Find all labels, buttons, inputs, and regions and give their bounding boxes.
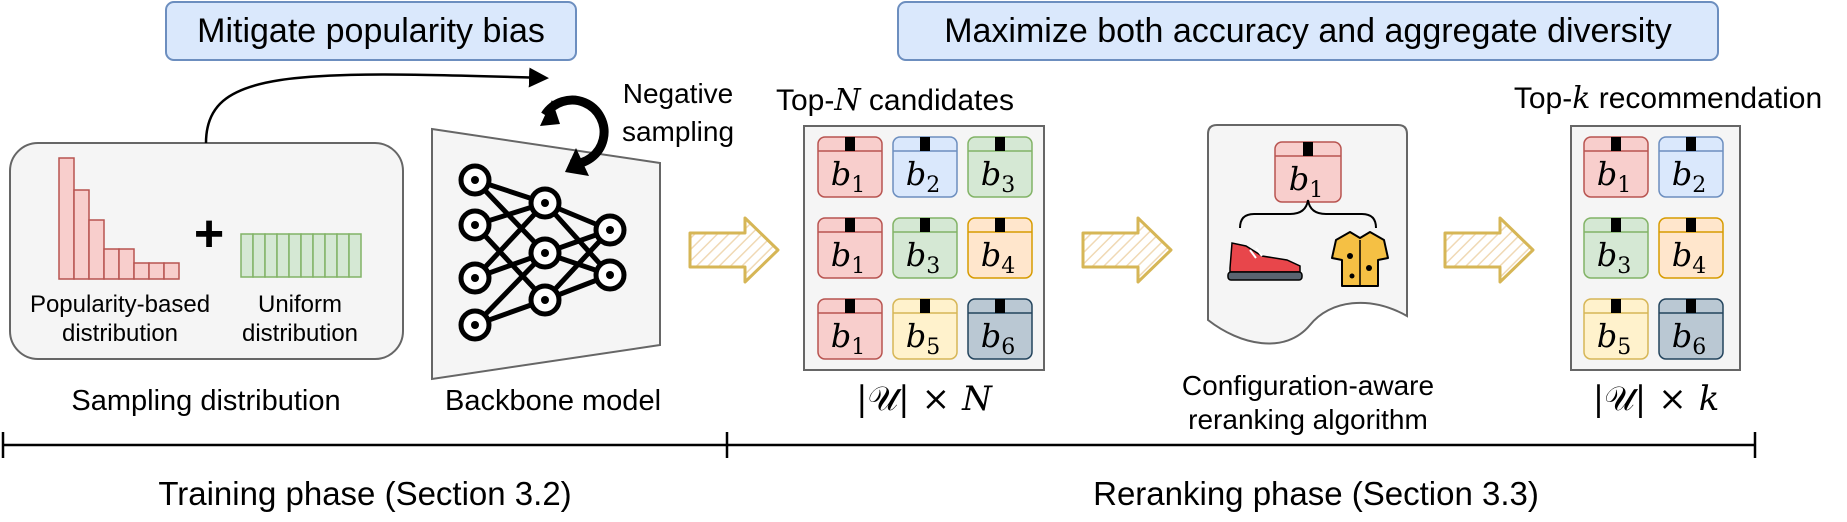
rerank-item-card-label: b1 bbox=[1289, 160, 1323, 203]
topn-title-suffix: candidates bbox=[861, 84, 1014, 117]
topk-item-3-label: b3 bbox=[1597, 236, 1631, 279]
topn-item-9: b6 bbox=[967, 298, 1033, 360]
topn-size-u: |𝒰| bbox=[856, 379, 910, 419]
topn-title-prefix: Top- bbox=[776, 84, 834, 117]
topk-title-suffix: recommendation bbox=[1590, 82, 1822, 115]
popularity-label-1: Popularity-based bbox=[30, 291, 210, 318]
topn-item-9-label: b6 bbox=[981, 317, 1015, 360]
rerank-caption-1: Configuration-aware bbox=[1182, 370, 1434, 401]
topn-item-3-label: b3 bbox=[981, 155, 1015, 198]
topn-item-1-label: b1 bbox=[831, 155, 865, 198]
topk-title-prefix: Top- bbox=[1514, 82, 1572, 115]
topk-item-6-label: b6 bbox=[1672, 317, 1706, 360]
topk-item-1: b1 bbox=[1583, 136, 1649, 198]
flow-arrow-1 bbox=[688, 216, 780, 284]
uniform-histogram bbox=[240, 233, 362, 278]
topk-item-6: b6 bbox=[1658, 298, 1724, 360]
neural-network-icon bbox=[458, 163, 627, 342]
topn-size-times: × bbox=[922, 379, 951, 419]
topn-item-8-label: b5 bbox=[906, 317, 940, 360]
topn-item-7-label: b1 bbox=[831, 317, 865, 360]
topn-item-2-label: b2 bbox=[906, 155, 940, 198]
topk-title-var: k bbox=[1572, 81, 1590, 116]
sampling-distribution-box: + Popularity-based distribution Uniform … bbox=[9, 142, 404, 360]
sneaker-icon bbox=[1227, 242, 1303, 281]
topk-item-2-label: b2 bbox=[1672, 155, 1706, 198]
topn-item-3: b3 bbox=[967, 136, 1033, 198]
backbone-model bbox=[431, 95, 661, 381]
reranking-phase-label: Reranking phase (Section 3.3) bbox=[1093, 475, 1539, 512]
topn-item-5-label: b3 bbox=[906, 236, 940, 279]
banner-left-text: Mitigate popularity bias bbox=[197, 12, 545, 50]
reranking-document: b1 bbox=[1207, 124, 1408, 345]
topk-size-u: |𝒰| bbox=[1593, 379, 1647, 419]
topn-item-8: b5 bbox=[892, 298, 958, 360]
topk-size: |𝒰| × k bbox=[1593, 379, 1720, 419]
training-phase-label: Training phase (Section 3.2) bbox=[158, 475, 571, 512]
topn-item-4: b1 bbox=[817, 217, 883, 279]
popularity-label-2: distribution bbox=[62, 320, 178, 347]
topn-title-var: N bbox=[833, 83, 862, 118]
negative-sampling-label-1: Negative bbox=[623, 78, 734, 109]
topk-item-5: b5 bbox=[1583, 298, 1649, 360]
negative-sampling-label-2: sampling bbox=[622, 116, 734, 147]
uniform-label-2: distribution bbox=[242, 320, 358, 347]
topk-item-4-label: b4 bbox=[1672, 236, 1706, 279]
topn-item-6: b4 bbox=[967, 217, 1033, 279]
topk-item-4: b4 bbox=[1658, 217, 1724, 279]
topn-grid: b1 b2 b3 b1 b3 b4 b1 b5 b6 bbox=[817, 136, 1033, 360]
rerank-item-card: b1 bbox=[1274, 141, 1342, 203]
uniform-label-1: Uniform bbox=[258, 291, 342, 318]
topk-size-times: × bbox=[1658, 379, 1687, 419]
topn-item-6-label: b4 bbox=[981, 236, 1015, 279]
topk-size-var: k bbox=[1699, 379, 1720, 419]
topn-item-7: b1 bbox=[817, 298, 883, 360]
topn-item-5: b3 bbox=[892, 217, 958, 279]
topn-size: |𝒰| ×N bbox=[856, 379, 993, 419]
plus-sign: + bbox=[194, 205, 224, 263]
popularity-histogram bbox=[58, 157, 180, 280]
topk-item-2: b2 bbox=[1658, 136, 1724, 198]
topk-title: Top-k recommendation bbox=[1514, 81, 1822, 116]
topn-item-1: b1 bbox=[817, 136, 883, 198]
banner-right-text: Maximize both accuracy and aggregate div… bbox=[944, 12, 1672, 50]
refresh-icon bbox=[540, 95, 609, 176]
flow-arrow-2 bbox=[1081, 216, 1173, 284]
topk-grid: b1 b2 b3 b4 b5 b6 bbox=[1583, 136, 1724, 360]
topn-size-var: N bbox=[961, 379, 993, 419]
phase-timeline bbox=[1, 432, 1757, 458]
rerank-item: b1 bbox=[1274, 141, 1342, 203]
sampling-caption: Sampling distribution bbox=[71, 385, 340, 417]
topn-item-4-label: b1 bbox=[831, 236, 865, 279]
sampling-arrow bbox=[204, 67, 549, 144]
rerank-caption-2: reranking algorithm bbox=[1188, 404, 1428, 435]
flow-arrow-3 bbox=[1443, 216, 1535, 284]
topk-item-3: b3 bbox=[1583, 217, 1649, 279]
topn-item-2: b2 bbox=[892, 136, 958, 198]
topk-item-1-label: b1 bbox=[1597, 155, 1631, 198]
topk-item-5-label: b5 bbox=[1597, 317, 1631, 360]
banner-left: Mitigate popularity bias bbox=[165, 1, 577, 61]
shirt-icon bbox=[1331, 231, 1389, 287]
banner-right: Maximize both accuracy and aggregate div… bbox=[897, 1, 1719, 61]
topn-title: Top-N candidates bbox=[776, 83, 1014, 118]
model-caption: Backbone model bbox=[445, 385, 661, 417]
